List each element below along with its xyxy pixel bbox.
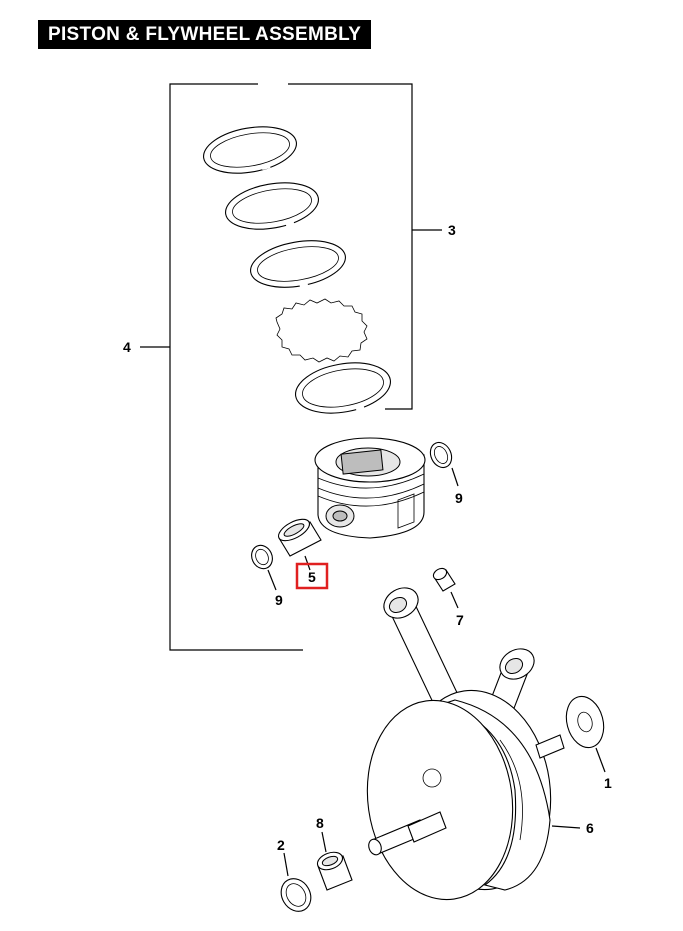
callout-4: 4 [123,339,131,355]
piston-ring-2 [225,182,319,230]
retaining-clip-right [429,441,459,487]
piston-ring-1 [203,126,297,174]
wrist-pin-bushing [432,567,459,609]
piston-pin [277,518,322,571]
callout-5: 5 [308,569,316,585]
page-title: PISTON & FLYWHEEL ASSEMBLY [38,20,372,49]
flywheel-assembly [366,689,581,901]
bracket-4 [140,83,303,651]
snap-ring [280,852,312,912]
main-bearing [316,831,353,891]
bracket-3 [288,83,442,410]
callout-9-right: 9 [455,490,463,506]
callout-2: 2 [277,837,285,853]
callout-7: 7 [456,612,464,628]
callout-3: 3 [448,222,456,238]
thrust-washer [565,695,606,773]
piston-ring-3 [250,240,346,289]
callout-1: 1 [604,775,612,791]
highlight-box [295,562,329,590]
oil-ring-expander [275,298,368,363]
callout-9-left: 9 [275,592,283,608]
piston [314,437,426,539]
piston-ring-4 [294,362,392,414]
callout-6: 6 [586,820,594,836]
callout-8: 8 [316,815,324,831]
retaining-clip-left [251,544,277,591]
